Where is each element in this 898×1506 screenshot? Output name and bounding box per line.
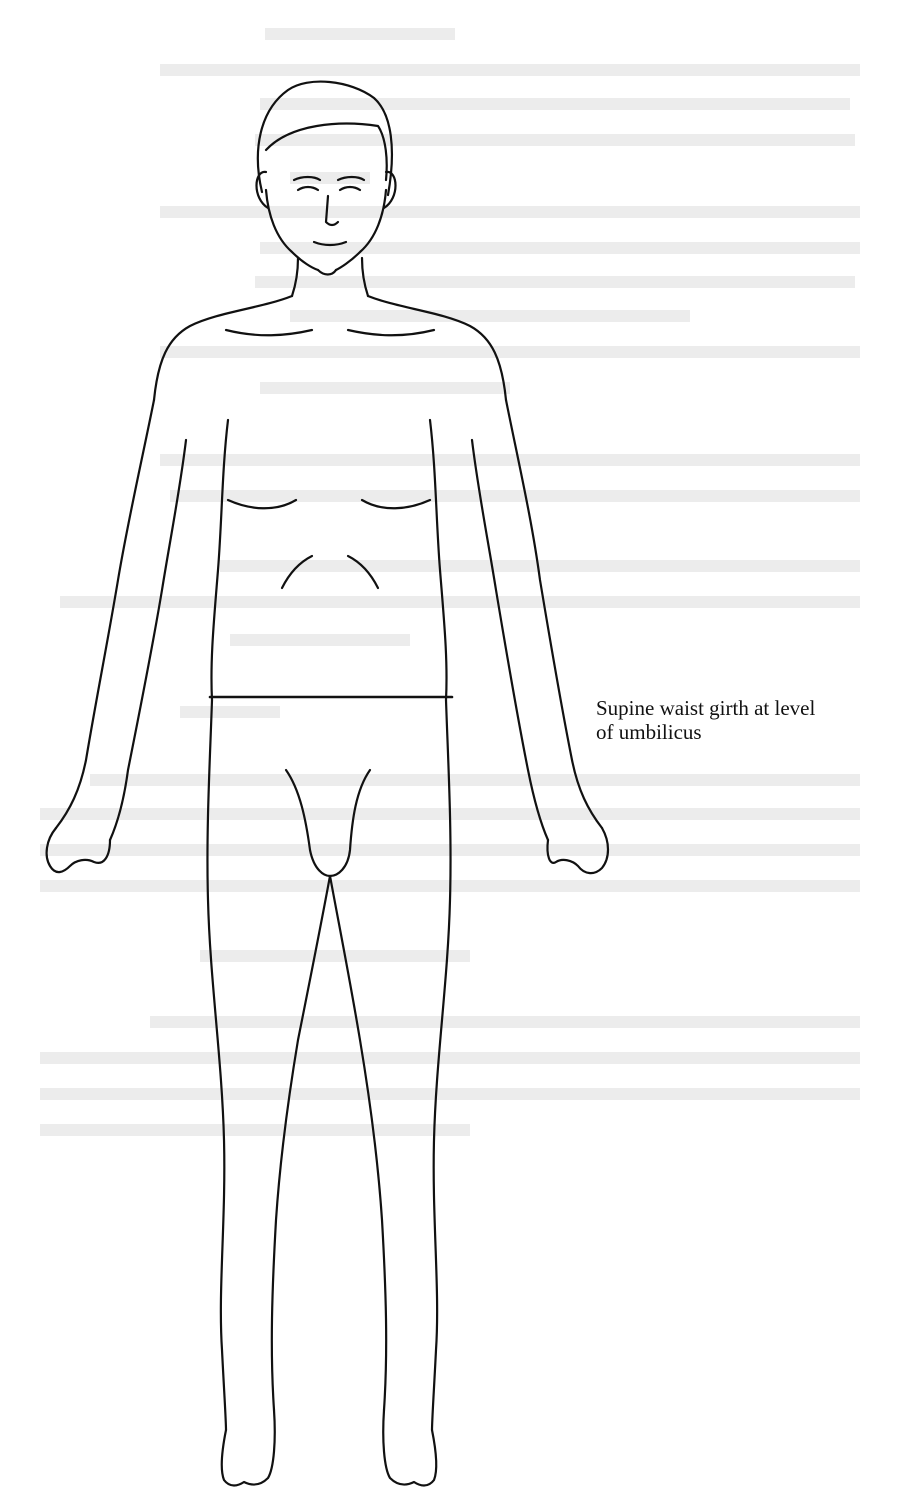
left-eye <box>298 187 318 190</box>
hair-outline <box>258 82 392 195</box>
left-arm-outer <box>56 400 154 828</box>
neck-right <box>362 258 368 296</box>
hairline <box>266 124 387 180</box>
annotation-line-1: Supine waist girth at level <box>596 696 896 720</box>
left-leg-inner <box>272 876 330 1410</box>
groin-outline <box>286 770 370 876</box>
head <box>257 82 396 275</box>
mouth <box>314 242 346 245</box>
neck-and-shoulders <box>154 258 506 400</box>
left-rib-curve <box>282 556 312 588</box>
right-rib-curve <box>348 556 378 588</box>
right-arm-outer <box>506 400 602 828</box>
right-clavicle <box>348 330 434 335</box>
torso-left-side <box>211 420 228 700</box>
left-clavicle <box>226 330 312 335</box>
right-hand <box>547 828 608 873</box>
torso-right-side <box>430 420 447 700</box>
nose <box>326 196 338 225</box>
right-shoulder <box>368 296 506 400</box>
left-foot <box>222 1410 275 1486</box>
torso <box>210 420 452 700</box>
right-eye <box>340 187 360 190</box>
right-pectoral <box>362 500 430 508</box>
right-arm <box>472 400 608 873</box>
right-leg-inner <box>330 876 386 1410</box>
waist-girth-annotation: Supine waist girth at level of umbilicus <box>596 696 896 744</box>
chin <box>318 270 336 275</box>
left-eyebrow <box>294 177 320 180</box>
right-arm-inner <box>472 440 548 840</box>
left-pectoral <box>228 500 296 508</box>
face-left-side <box>266 190 318 270</box>
right-foot <box>383 1410 436 1486</box>
left-arm-inner <box>110 440 186 840</box>
right-leg-outer <box>432 700 451 1430</box>
right-leg <box>330 700 451 1486</box>
left-shoulder <box>154 296 292 400</box>
left-leg <box>207 700 330 1486</box>
right-eyebrow <box>338 177 364 180</box>
left-hand <box>47 828 110 872</box>
annotation-line-2: of umbilicus <box>596 720 896 744</box>
neck-left <box>292 258 298 296</box>
left-leg-outer <box>207 700 226 1430</box>
left-arm <box>47 400 186 872</box>
